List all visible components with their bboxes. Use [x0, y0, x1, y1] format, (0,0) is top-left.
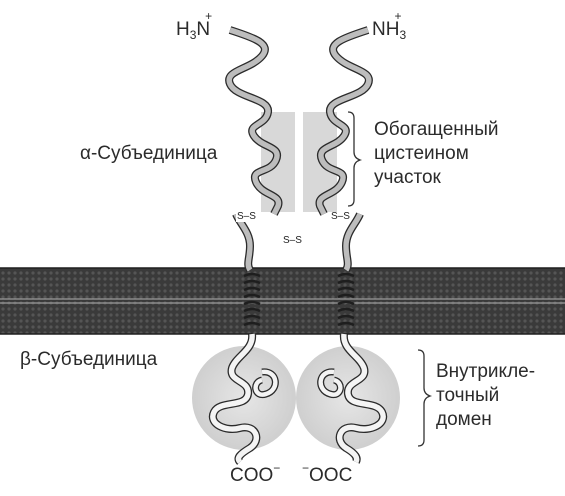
alpha-subunit-label: α-Субъединица: [80, 142, 217, 166]
cysteine-rich-label-line2: цистеином: [374, 142, 499, 166]
c-terminus-left: COO−: [230, 465, 280, 487]
cysteine-rich-label-line3: участок: [374, 166, 499, 190]
disulfide-bond-left: S–S: [236, 212, 257, 222]
cell-membrane: [0, 268, 565, 334]
beta-subunit-label: β-Субъединица: [20, 348, 157, 372]
intracellular-label-line1: Внутрикле-: [436, 360, 535, 384]
bracket-cysteine-rich: [348, 112, 360, 206]
intracellular-domain-label: Внутрикле- точный домен: [436, 360, 535, 432]
disulfide-bond-middle: S–S: [282, 236, 303, 246]
n-terminus-right: NH+3: [372, 19, 406, 41]
intracellular-label-line3: домен: [436, 408, 535, 432]
cysteine-rich-label-line1: Обогащенный: [374, 118, 499, 142]
bracket-intracellular-domain: [418, 350, 430, 446]
intracellular-domain-shading: [192, 346, 400, 450]
c-terminus-right: −OOC: [302, 465, 352, 487]
disulfide-bond-right: S–S: [330, 212, 351, 222]
n-terminus-left: H3N+: [176, 19, 210, 41]
cysteine-rich-label: Обогащенный цистеином участок: [374, 118, 499, 190]
intracellular-label-line2: точный: [436, 384, 535, 408]
